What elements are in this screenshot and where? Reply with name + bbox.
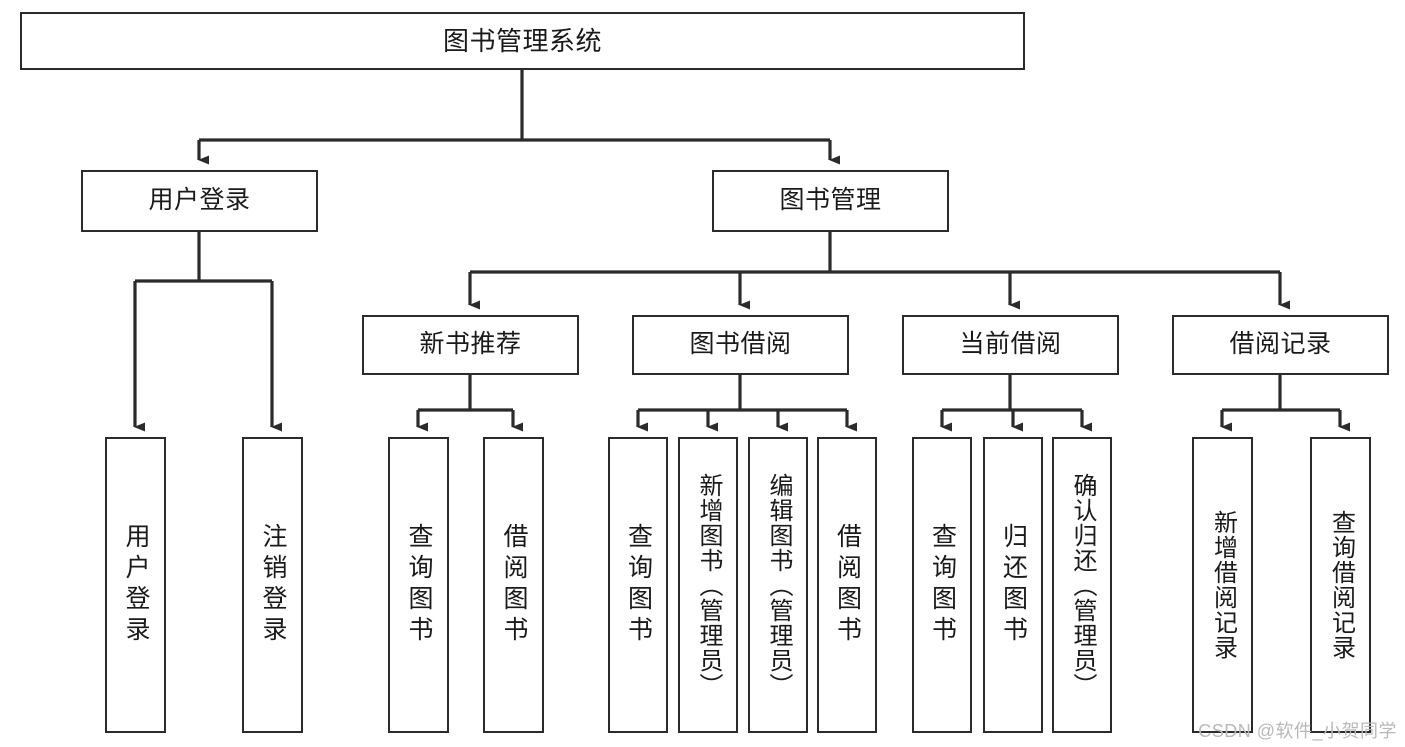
node-new-book-recommend-label: 新书推荐: [419, 330, 522, 359]
node-leaf-query-book-2[interactable]: 查询图书: [608, 437, 668, 733]
node-leaf-query-book-2-label: 查询图书: [624, 523, 653, 647]
node-current-borrow-label: 当前借阅: [959, 330, 1062, 359]
node-leaf-borrow-book-1-label: 借阅图书: [500, 523, 528, 647]
node-leaf-borrow-book-2-label: 借阅图书: [833, 523, 862, 647]
node-leaf-query-borrow-record[interactable]: 查询借阅记录: [1310, 437, 1371, 733]
node-leaf-borrow-book-2[interactable]: 借阅图书: [817, 437, 877, 733]
node-book-borrow-label: 图书借阅: [689, 330, 792, 359]
node-leaf-user-login[interactable]: 用户登录: [105, 437, 166, 733]
node-leaf-return-book-label: 归还图书: [999, 523, 1028, 647]
node-leaf-add-book-admin-label: 新增图书（管理员）: [695, 472, 722, 698]
csdn-watermark: CSDN @软件_小贺同学: [1198, 721, 1397, 741]
node-leaf-query-book-1[interactable]: 查询图书: [388, 437, 449, 733]
node-user-login[interactable]: 用户登录: [81, 170, 318, 232]
node-leaf-confirm-return-admin-label: 确认归还（管理员）: [1069, 472, 1096, 698]
node-borrow-record[interactable]: 借阅记录: [1172, 315, 1389, 375]
node-leaf-logout[interactable]: 注销登录: [242, 437, 303, 733]
node-leaf-edit-book-admin[interactable]: 编辑图书（管理员）: [748, 437, 808, 733]
node-leaf-confirm-return-admin[interactable]: 确认归还（管理员）: [1052, 437, 1112, 733]
node-leaf-query-borrow-record-label: 查询借阅记录: [1327, 510, 1355, 660]
node-leaf-add-borrow-record[interactable]: 新增借阅记录: [1192, 437, 1253, 733]
node-leaf-logout-label: 注销登录: [259, 523, 287, 647]
node-book-manage[interactable]: 图书管理: [712, 170, 949, 232]
node-book-manage-label: 图书管理: [779, 186, 882, 215]
node-borrow-record-label: 借阅记录: [1229, 330, 1332, 359]
node-new-book-recommend[interactable]: 新书推荐: [362, 315, 579, 375]
node-leaf-edit-book-admin-label: 编辑图书（管理员）: [765, 472, 792, 698]
node-leaf-add-book-admin[interactable]: 新增图书（管理员）: [678, 437, 738, 733]
node-leaf-user-login-label: 用户登录: [122, 523, 150, 647]
node-root[interactable]: 图书管理系统: [20, 12, 1025, 70]
node-leaf-add-borrow-record-label: 新增借阅记录: [1209, 510, 1237, 660]
node-leaf-return-book[interactable]: 归还图书: [983, 437, 1043, 733]
node-root-label: 图书管理系统: [442, 25, 602, 56]
node-current-borrow[interactable]: 当前借阅: [902, 315, 1119, 375]
node-leaf-query-book-3-label: 查询图书: [928, 523, 957, 647]
node-leaf-borrow-book-1[interactable]: 借阅图书: [483, 437, 544, 733]
node-leaf-query-book-1-label: 查询图书: [405, 523, 433, 647]
node-user-login-label: 用户登录: [148, 186, 251, 215]
node-leaf-query-book-3[interactable]: 查询图书: [912, 437, 972, 733]
node-book-borrow[interactable]: 图书借阅: [632, 315, 849, 375]
